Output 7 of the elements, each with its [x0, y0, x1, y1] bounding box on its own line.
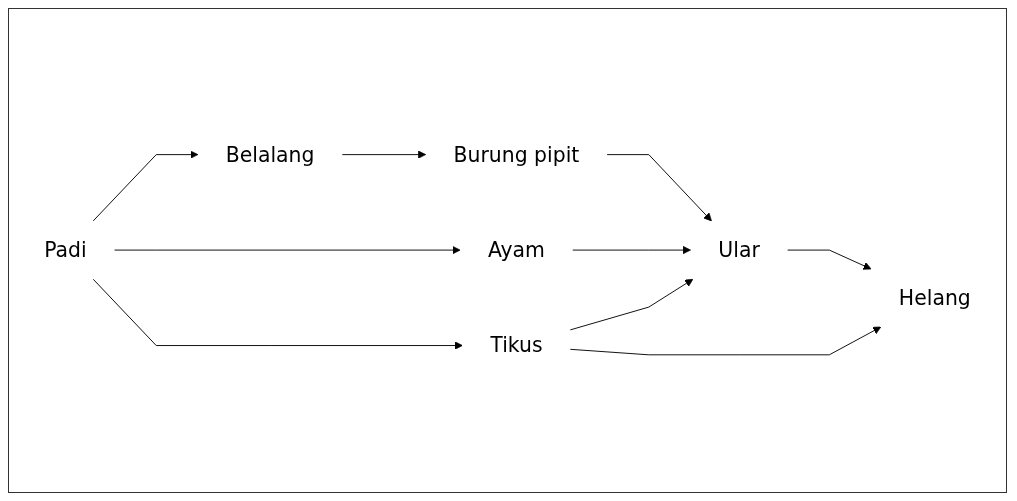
- node-text: Tikus: [490, 334, 543, 358]
- node-text: Ular: [718, 238, 760, 263]
- node-text: Helang: [898, 286, 971, 310]
- node-text: Padi: [44, 238, 87, 263]
- node-text: Ayam: [487, 238, 545, 263]
- node-text: Burung pipit: [453, 143, 580, 167]
- node-text: Belalang: [225, 143, 315, 167]
